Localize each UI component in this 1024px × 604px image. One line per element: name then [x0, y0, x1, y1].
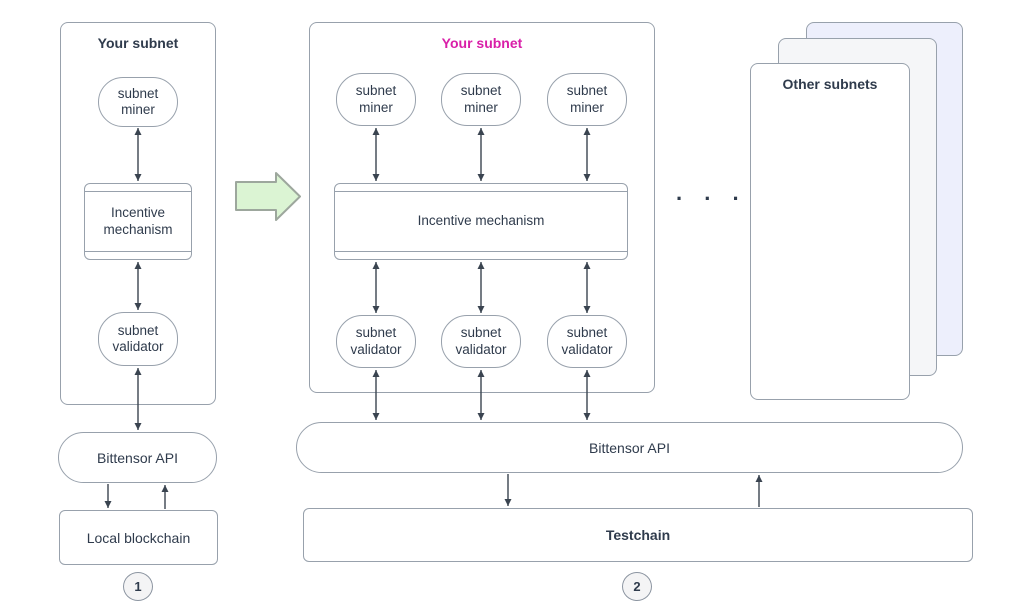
left-incentive-mechanism-box: Incentive mechanism [84, 183, 192, 260]
center-subnet-title: Your subnet [441, 35, 523, 51]
center-subnet-validator-node: subnet validator [336, 315, 416, 368]
other-subnets-title: Other subnets [782, 76, 878, 92]
center-subnet-validator-node: subnet validator [547, 315, 627, 368]
step-2-badge: 2 [622, 572, 652, 601]
center-subnet-miner-node: subnet miner [336, 73, 416, 126]
other-subnets-box: Other subnets [750, 63, 910, 400]
left-subnet-title: Your subnet [97, 35, 179, 51]
step-1-badge: 1 [123, 572, 153, 601]
center-subnet-miner-node: subnet miner [547, 73, 627, 126]
left-bittensor-api-pill: Bittensor API [58, 432, 217, 483]
center-subnet-validator-node: subnet validator [441, 315, 521, 368]
testchain-box: Testchain [303, 508, 973, 562]
left-subnet-miner-node: subnet miner [98, 77, 178, 127]
center-subnet-miner-node: subnet miner [441, 73, 521, 126]
center-bittensor-api-pill: Bittensor API [296, 422, 963, 473]
center-incentive-mechanism-box: Incentive mechanism [334, 183, 628, 260]
left-subnet-validator-node: subnet validator [98, 312, 178, 366]
ellipsis: . . . [676, 180, 747, 205]
local-blockchain-box: Local blockchain [59, 510, 218, 565]
